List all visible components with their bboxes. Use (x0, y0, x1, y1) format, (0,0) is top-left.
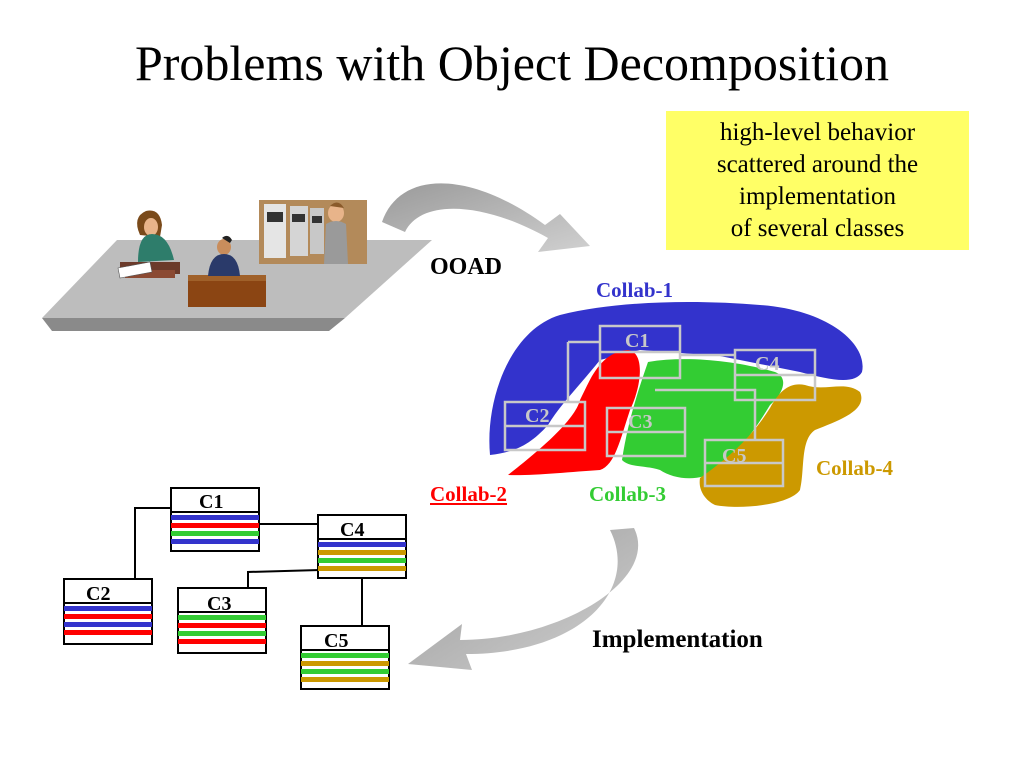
class-box-label: C3 (207, 593, 231, 615)
collab-1-label: Collab-1 (596, 278, 674, 302)
note-line-2: scattered around the (716, 151, 919, 178)
blob-class-label: C3 (628, 411, 652, 433)
meeting-room-clipart (42, 200, 432, 331)
note-line-4: of several classes (730, 215, 905, 242)
class-box-label: C1 (199, 491, 223, 513)
implementation-label: Implementation (592, 626, 763, 653)
class-box-label: C4 (340, 519, 364, 541)
note-line-1: high-level behavior (719, 119, 916, 146)
collab-1-region (489, 302, 863, 455)
collaboration-diagram: C1 C2 C3 C4 C5 (489, 302, 863, 507)
collab-4-region (699, 384, 862, 507)
callout-note: high-level behavior scattered around the… (666, 111, 969, 250)
class-box-label: C5 (324, 630, 348, 652)
class-diagram (63, 487, 407, 690)
slide-title: Problems with Object Decomposition (134, 35, 890, 91)
blob-class-label: C2 (525, 405, 549, 427)
class-box-label: C2 (86, 583, 110, 605)
collab-4-label: Collab-4 (816, 456, 894, 480)
blob-class-label: C4 (755, 353, 779, 375)
note-line-3: implementation (739, 183, 896, 210)
collab-3-label: Collab-3 (589, 482, 667, 506)
blob-class-label: C1 (625, 330, 649, 352)
collab-2-label: Collab-2 (430, 482, 508, 506)
blob-class-label: C5 (722, 445, 746, 467)
ooad-label: OOAD (430, 254, 502, 280)
curved-arrow-icon (382, 183, 590, 252)
curved-arrow-icon (408, 528, 639, 670)
